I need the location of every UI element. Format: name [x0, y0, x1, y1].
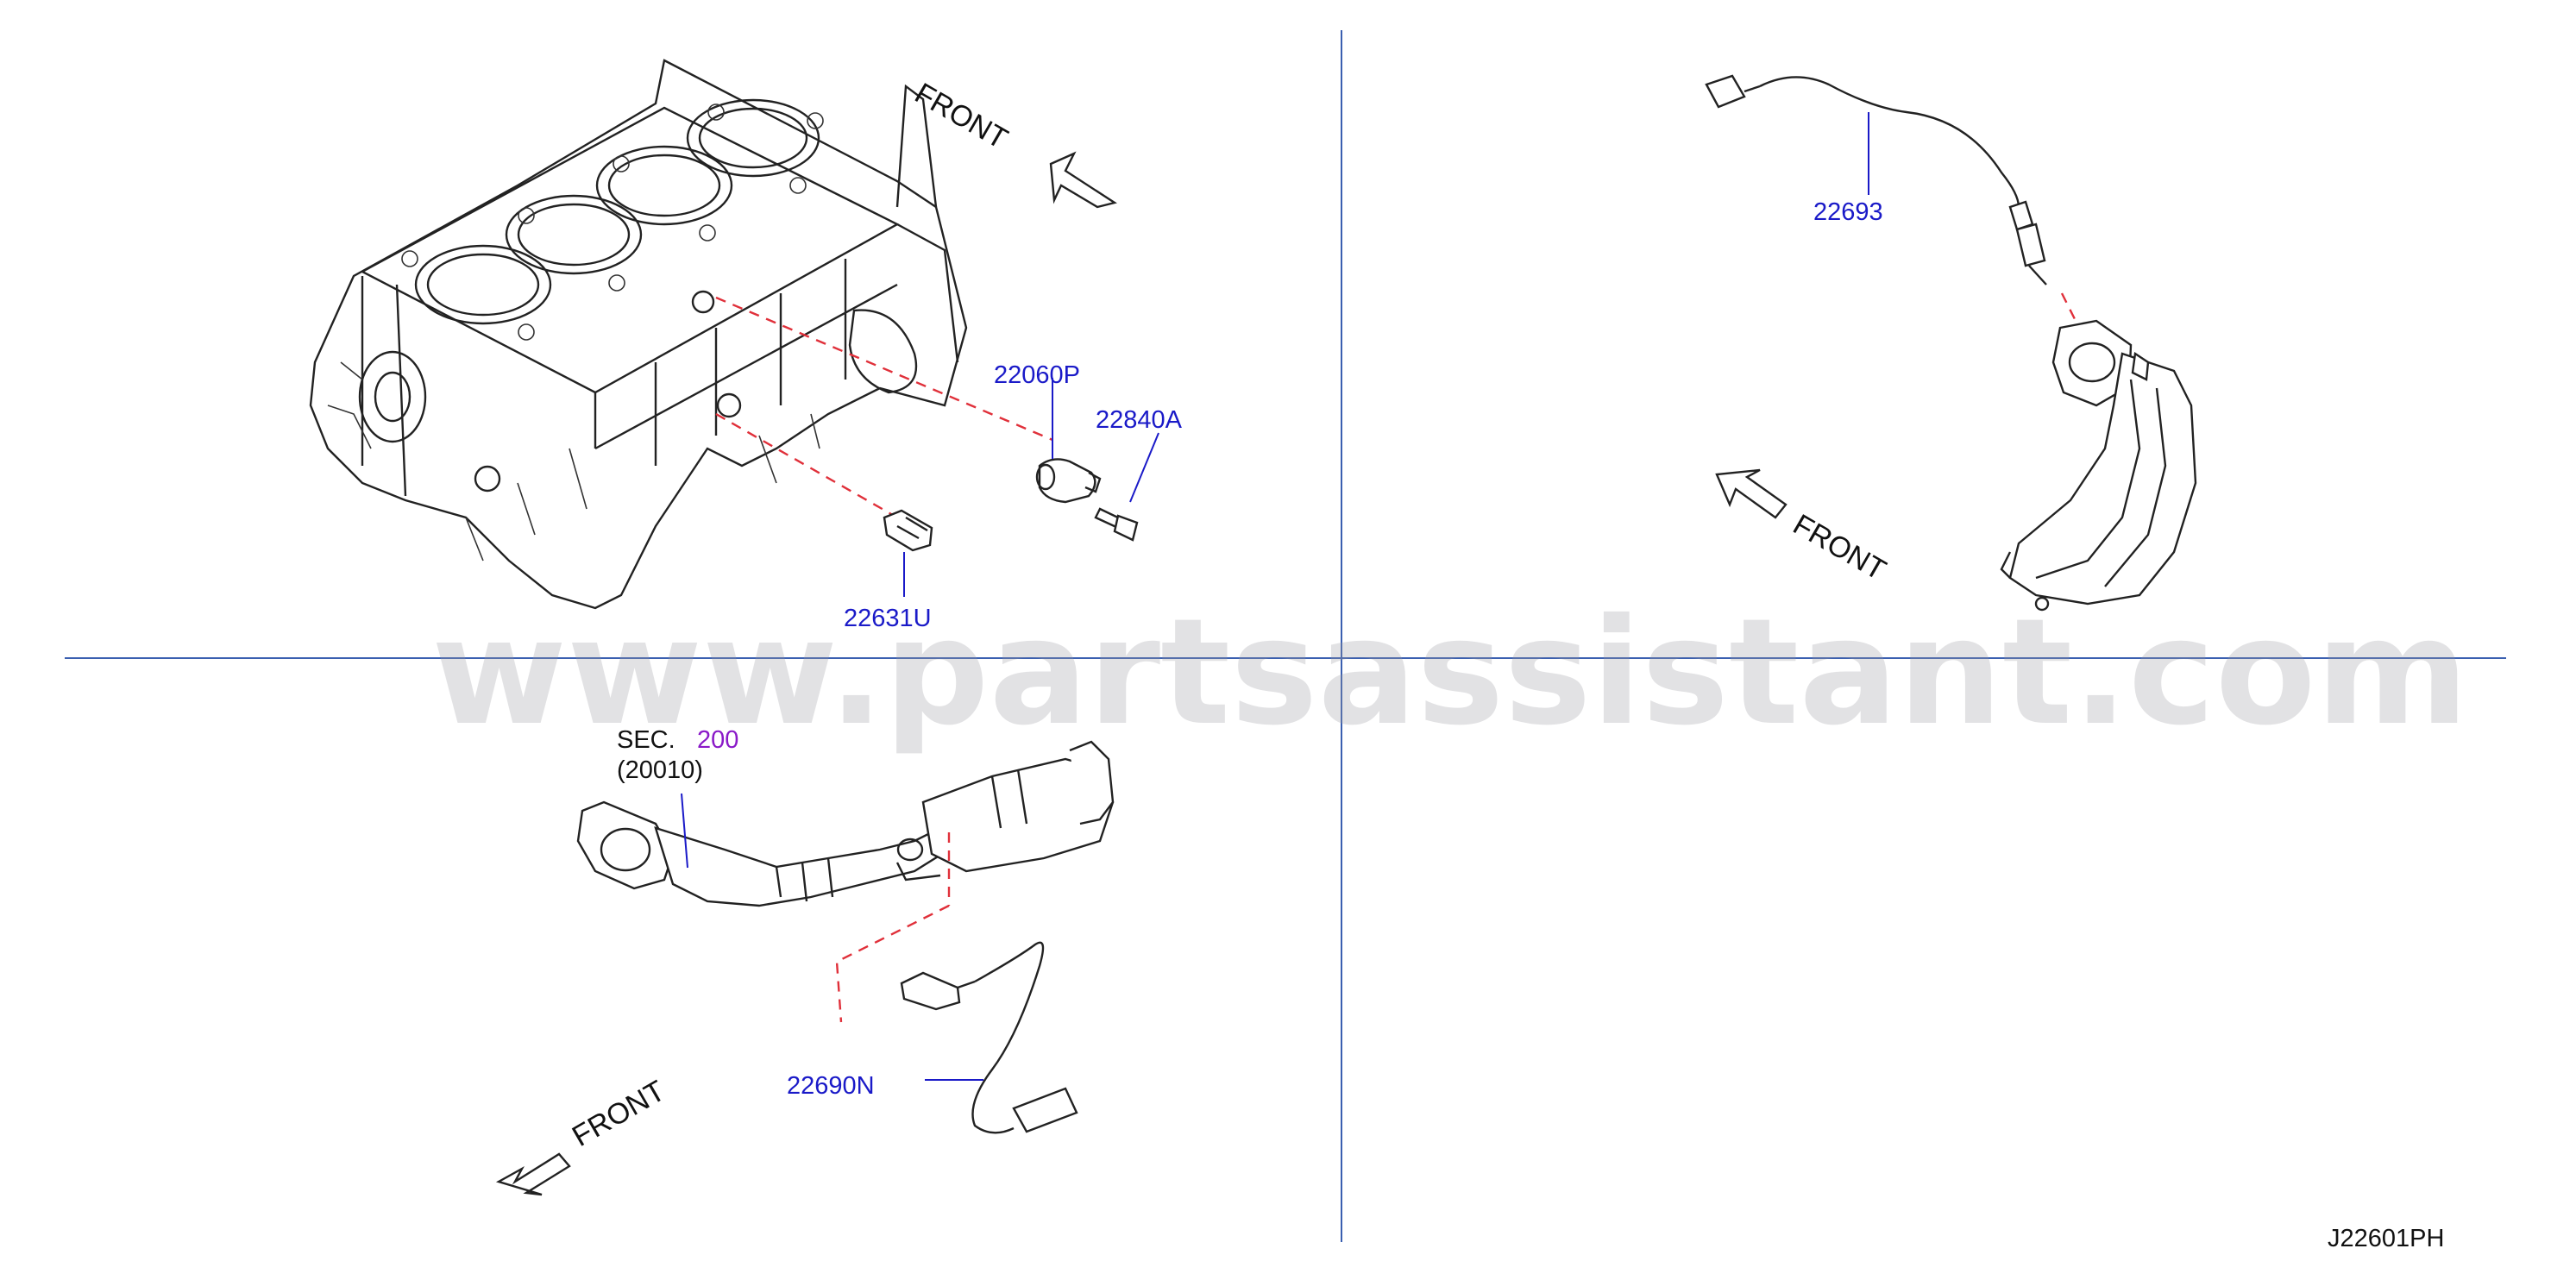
front-indicator-2: FRONT	[1715, 468, 1891, 587]
front-exhaust-pipe-catalyst	[576, 740, 1115, 907]
watermark: www.partsassistant.com	[431, 587, 2469, 758]
front-indicator-1: FRONT	[909, 77, 1117, 209]
exhaust-manifold-catalyst	[2000, 319, 2197, 612]
drawing-code: J22601PH	[2328, 1225, 2444, 1252]
knock-sensor-part[interactable]	[1035, 458, 1102, 504]
front-indicator-3: FRONT	[495, 1074, 670, 1196]
front-arrow-icon	[495, 1152, 571, 1196]
engine-block-illustration	[309, 59, 968, 610]
part-label-22060P[interactable]: 22060P	[994, 361, 1080, 389]
front-arrow-icon	[1715, 468, 1787, 519]
part-label-22690N[interactable]: 22690N	[787, 1072, 875, 1100]
part-label-22631U[interactable]: 22631U	[844, 605, 932, 632]
part-label-22840A[interactable]: 22840A	[1096, 406, 1183, 434]
section-number-link[interactable]: 200	[697, 726, 738, 754]
air-fuel-sensor-harness[interactable]	[1705, 74, 2047, 285]
section-code: (20010)	[617, 756, 703, 784]
front-label-2: FRONT	[1787, 508, 1891, 587]
coolant-temp-sensor-part[interactable]	[883, 509, 933, 552]
part-label-22693[interactable]: 22693	[1813, 198, 1883, 226]
front-arrow-icon	[1049, 151, 1117, 209]
section-prefix: SEC.	[617, 726, 675, 754]
front-label-3: FRONT	[567, 1074, 670, 1152]
knock-sensor-bolt-part[interactable]	[1094, 507, 1139, 542]
downstream-o2-sensor-harness[interactable]	[900, 941, 1078, 1134]
